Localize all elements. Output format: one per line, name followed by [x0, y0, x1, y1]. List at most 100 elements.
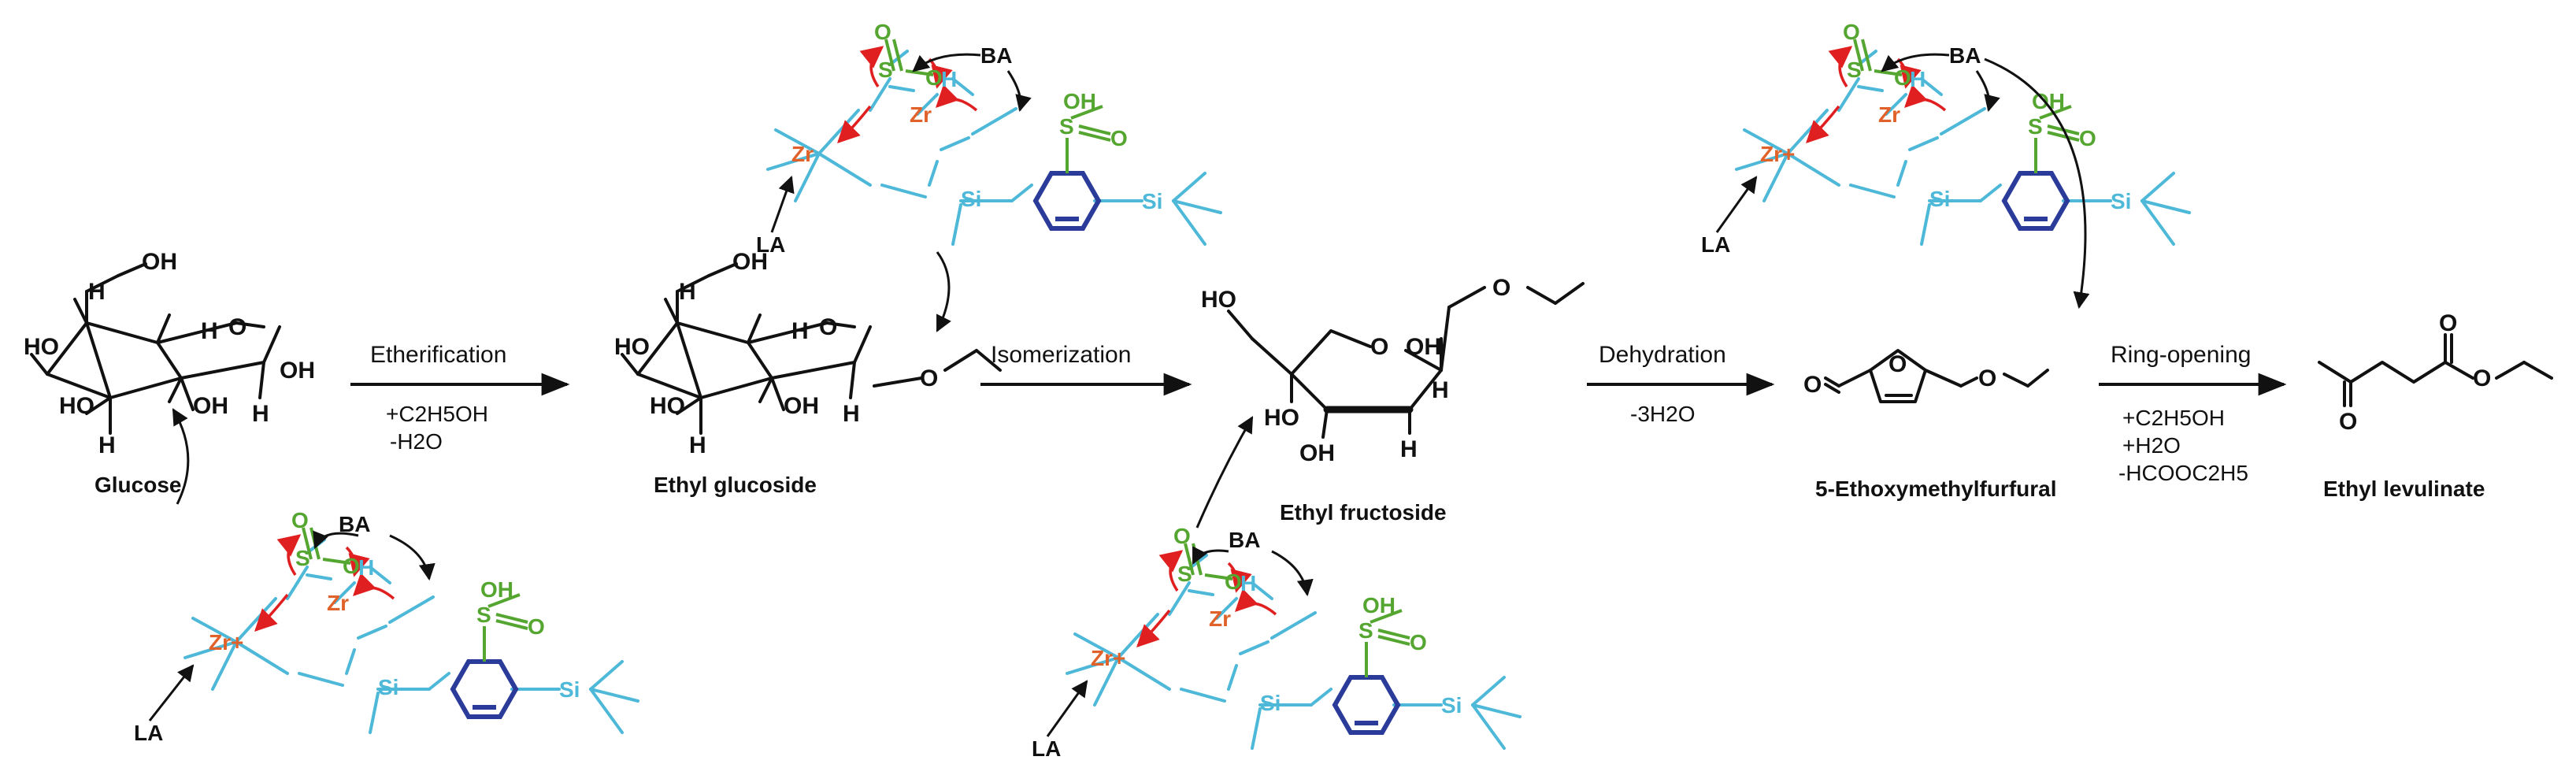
label-etherification: Etherification	[370, 342, 506, 368]
label-la: LA	[134, 721, 163, 745]
atom-o: O	[1370, 334, 1388, 360]
atom-ho: HO	[614, 334, 650, 360]
o-atom: O	[291, 508, 309, 532]
label-ba: BA	[980, 43, 1012, 68]
oh-atom: OH	[1063, 89, 1096, 113]
si-atom: Si	[1929, 187, 1950, 211]
zr-plus-atom: Zr+	[1760, 142, 1795, 166]
si-atom: Si	[1260, 691, 1281, 715]
atom-o: O	[1978, 365, 1996, 391]
ethyl-glucoside-structure: OH H HO HO H O OH O H H	[614, 249, 1002, 458]
catalyst-cluster-4: BA LA Zr+ Zr Si Si S S O O OH O H	[1701, 20, 2189, 310]
atom-ho: HO	[1264, 405, 1299, 431]
atom-oh: OH	[784, 393, 819, 419]
atom-h: H	[679, 279, 696, 305]
zr-atom: Zr	[327, 591, 349, 615]
atom-oh: OH	[193, 393, 228, 419]
s-atom: S	[2028, 114, 2043, 139]
atom-o: O	[1492, 275, 1510, 301]
glucose-structure: OH H HO HO H O OH OH H H	[24, 249, 315, 458]
catalyst-cluster-3: BA LA Zr+ Zr Si Si S S O O OH O H	[1032, 416, 1520, 761]
label-isomerization: Isomerization	[991, 342, 1131, 368]
atom-h: H	[252, 401, 269, 427]
label-emf: 5-Ethoxymethylfurfural	[1815, 477, 2057, 501]
h-atom: H	[1240, 571, 1256, 595]
o-atom: O	[1894, 65, 1911, 90]
atom-o: O	[228, 314, 246, 340]
si-atom: Si	[1441, 693, 1462, 718]
o-atom: O	[1410, 630, 1427, 655]
label-la: LA	[1032, 736, 1061, 761]
o-atom: O	[2079, 126, 2096, 150]
ethyl-levulinate-structure: O O O	[2318, 310, 2553, 435]
ethyl-fructoside-structure: HO O OH HO OH H H O	[1201, 275, 1585, 466]
atom-oh: OH	[1406, 334, 1441, 360]
atom-ho: HO	[59, 393, 95, 419]
zr-plus-atom: Zr+	[209, 630, 243, 655]
atom-h: H	[88, 279, 106, 305]
atom-h: H	[1400, 436, 1418, 462]
cond-minus-water: -3H2O	[1630, 402, 1695, 426]
atom-o: O	[2473, 365, 2491, 391]
label-ethyl-fructoside: Ethyl fructoside	[1280, 500, 1447, 525]
oh-atom: OH	[1362, 593, 1395, 618]
atom-oh: OH	[1299, 440, 1335, 466]
atom-h: H	[98, 432, 116, 458]
oh-atom: OH	[480, 577, 513, 602]
si-atom: Si	[1142, 189, 1162, 213]
atom-ho: HO	[24, 334, 59, 360]
si-atom: Si	[559, 677, 580, 702]
zr-atom: Zr	[1878, 102, 1900, 127]
s-atom: S	[1059, 114, 1074, 139]
atom-o: O	[1888, 351, 1907, 377]
label-glucose: Glucose	[95, 473, 181, 497]
h-atom: H	[1910, 67, 1926, 91]
atom-oh: OH	[732, 249, 768, 275]
cond-ethanol: +C2H5OH	[386, 402, 488, 426]
cond-water: -H2O	[390, 429, 443, 454]
h-atom: H	[358, 555, 374, 580]
atom-o: O	[819, 314, 837, 340]
label-ba: BA	[1229, 528, 1260, 552]
atom-h: H	[201, 318, 218, 344]
s-atom: S	[1847, 57, 1862, 82]
s-atom: S	[476, 603, 491, 627]
emf-structure: O O O	[1803, 349, 2049, 403]
si-atom: Si	[2111, 189, 2131, 213]
label-la: LA	[756, 232, 785, 257]
atom-o: O	[2339, 409, 2357, 435]
atom-h: H	[843, 401, 860, 427]
atom-h: H	[791, 318, 809, 344]
atom-h: H	[1432, 377, 1449, 403]
o-atom: O	[528, 614, 545, 639]
label-ring-opening: Ring-opening	[2111, 342, 2251, 368]
cond-water: +H2O	[2122, 433, 2181, 458]
o-atom: O	[1225, 569, 1242, 594]
catalyst-cluster-1: BA LA Zr+ Zr Si Si S S O O OH O H	[134, 408, 638, 745]
label-la: LA	[1701, 232, 1730, 257]
h-atom: H	[941, 67, 957, 91]
o-atom: O	[925, 65, 943, 90]
atom-ho: HO	[650, 393, 685, 419]
atom-o: O	[2439, 310, 2457, 336]
atom-o: O	[1803, 372, 1822, 398]
zr-plus-atom: Zr+	[1091, 646, 1125, 670]
s-atom: S	[1358, 618, 1373, 643]
atom-ho: HO	[1201, 287, 1236, 313]
zr-atom: Zr	[910, 102, 932, 127]
cond-ethanol: +C2H5OH	[2122, 406, 2225, 430]
o-atom: O	[1843, 20, 1860, 44]
catalyst-cluster-2: BA LA Zr Zr Si Si S S O O OH O H	[756, 20, 1221, 332]
label-dehydration: Dehydration	[1599, 342, 1726, 368]
label-ethyl-glucoside: Ethyl glucoside	[654, 473, 817, 497]
zr-atom: Zr	[1209, 606, 1231, 631]
zr-atom: Zr	[791, 142, 814, 166]
o-atom: O	[874, 20, 891, 44]
s-atom: S	[878, 57, 893, 82]
s-atom: S	[295, 546, 310, 570]
cond-ethyl-formate: -HCOOC2H5	[2118, 461, 2248, 485]
si-atom: Si	[378, 675, 398, 699]
si-atom: Si	[961, 187, 981, 211]
o-atom: O	[1110, 126, 1128, 150]
